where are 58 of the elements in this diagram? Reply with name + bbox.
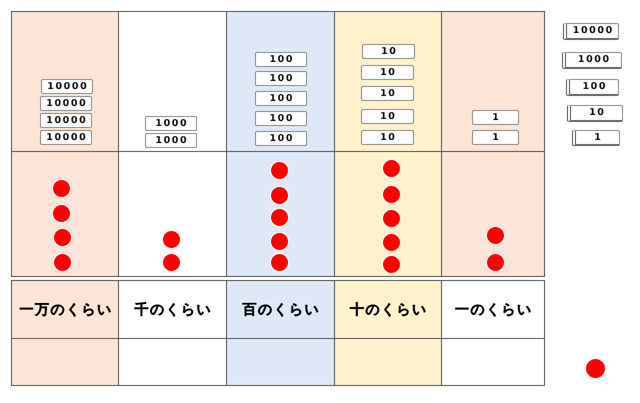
place-value-cell (441, 151, 545, 277)
number-card: 10 (361, 109, 414, 124)
counter-dot (382, 184, 400, 204)
number-card: 1000 (145, 133, 197, 148)
number-card: 1 (472, 130, 519, 145)
card-stack: 100 (566, 79, 619, 96)
counter-dot (52, 204, 70, 222)
number-card: 100 (255, 91, 307, 106)
place-value-cell (11, 151, 119, 277)
counter-dot (486, 226, 504, 244)
counter-dot (52, 252, 72, 272)
answer-box (441, 338, 545, 386)
number-card: 100 (255, 131, 307, 146)
place-value-cell (11, 11, 119, 152)
counter-dot (52, 178, 70, 198)
place-value-cell (226, 11, 335, 152)
card-stack: 1000 (562, 52, 622, 69)
answer-box (11, 338, 119, 386)
number-card: 100 (255, 52, 307, 67)
header-cell: 百のくらい (226, 280, 335, 339)
counter-dot (52, 228, 72, 246)
counter-dot (270, 208, 288, 226)
number-card: 1 (472, 110, 519, 125)
counter-dot (270, 160, 288, 180)
number-card: 100 (255, 71, 307, 86)
number-card: 10 (362, 44, 415, 59)
number-card: 10 (361, 130, 414, 145)
number-card: 100 (255, 111, 307, 126)
counter-dot (162, 230, 180, 248)
counter-dot (486, 252, 504, 272)
counter-dot (270, 186, 288, 204)
place-value-cell (441, 11, 545, 152)
number-card: 10 (361, 65, 414, 80)
counter-dot (584, 358, 606, 378)
number-card: 10000 (41, 79, 93, 94)
counter-dot (382, 158, 400, 178)
answer-box (226, 338, 335, 386)
number-card: 10 (361, 86, 414, 101)
number-card: 10000 (40, 130, 92, 145)
card-stack: 10 (567, 105, 623, 122)
place-value-cell (334, 11, 442, 152)
counter-dot (382, 254, 400, 274)
counter-dot (382, 208, 400, 228)
number-card: 1000 (145, 116, 197, 131)
place-value-cell (334, 151, 442, 277)
header-cell: 一万のくらい (11, 280, 119, 339)
number-card: 10000 (40, 113, 92, 128)
counter-dot (270, 232, 288, 250)
place-value-cell (226, 151, 335, 277)
header-cell: 一のくらい (441, 280, 545, 339)
number-card: 10000 (40, 96, 92, 111)
counter-dot (162, 252, 180, 272)
header-cell: 十のくらい (334, 280, 442, 339)
counter-dot (270, 252, 288, 272)
answer-box (334, 338, 442, 386)
counter-dot (382, 232, 400, 252)
card-stack: 1 (572, 130, 620, 146)
card-stack: 10000 (563, 23, 619, 40)
